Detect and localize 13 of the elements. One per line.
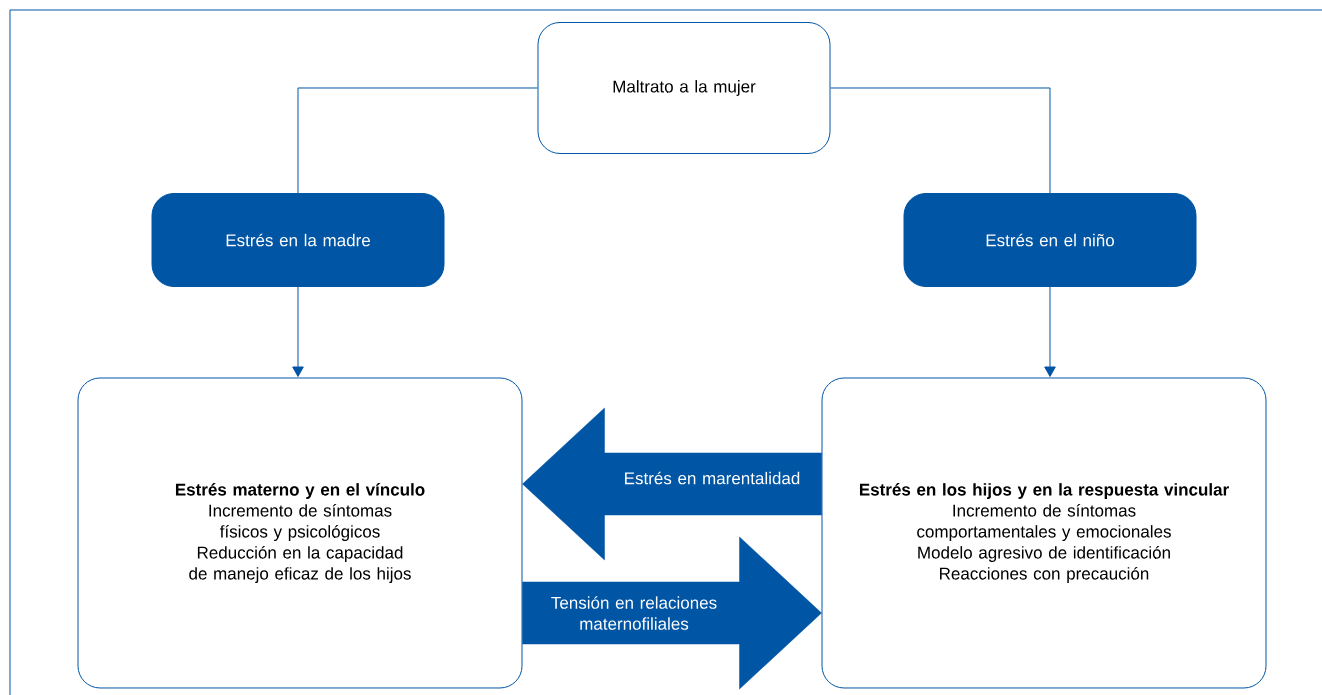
connector-line [297,87,538,194]
block-arrow [522,536,822,690]
filled-rounded-box: Estrés en el niño [903,193,1197,287]
rounded-box: Maltrato a la mujer [537,22,831,154]
rounded-box: Estrés en los hijos y en la respuesta vincular Incremento de síntomas comportamentales y emocionales Modelo agresivo de identificación Reacciones con precaución [821,377,1267,689]
arrow-label: Tensión en relaciones maternofiliales [551,596,717,630]
arrow-label: Estrés en marentalidad [625,471,800,485]
rounded-box: Estrés materno y en el vínculo Incremento de síntomas físicos y psicológicos Reducción en la capacidad de manejo eficaz de los hijos [77,377,523,689]
connector-arrow [292,286,304,377]
connector-line [830,87,1051,194]
block-arrow [522,407,822,561]
filled-rounded-box: Estrés en la madre [151,193,445,287]
connector-arrow [1044,286,1056,377]
